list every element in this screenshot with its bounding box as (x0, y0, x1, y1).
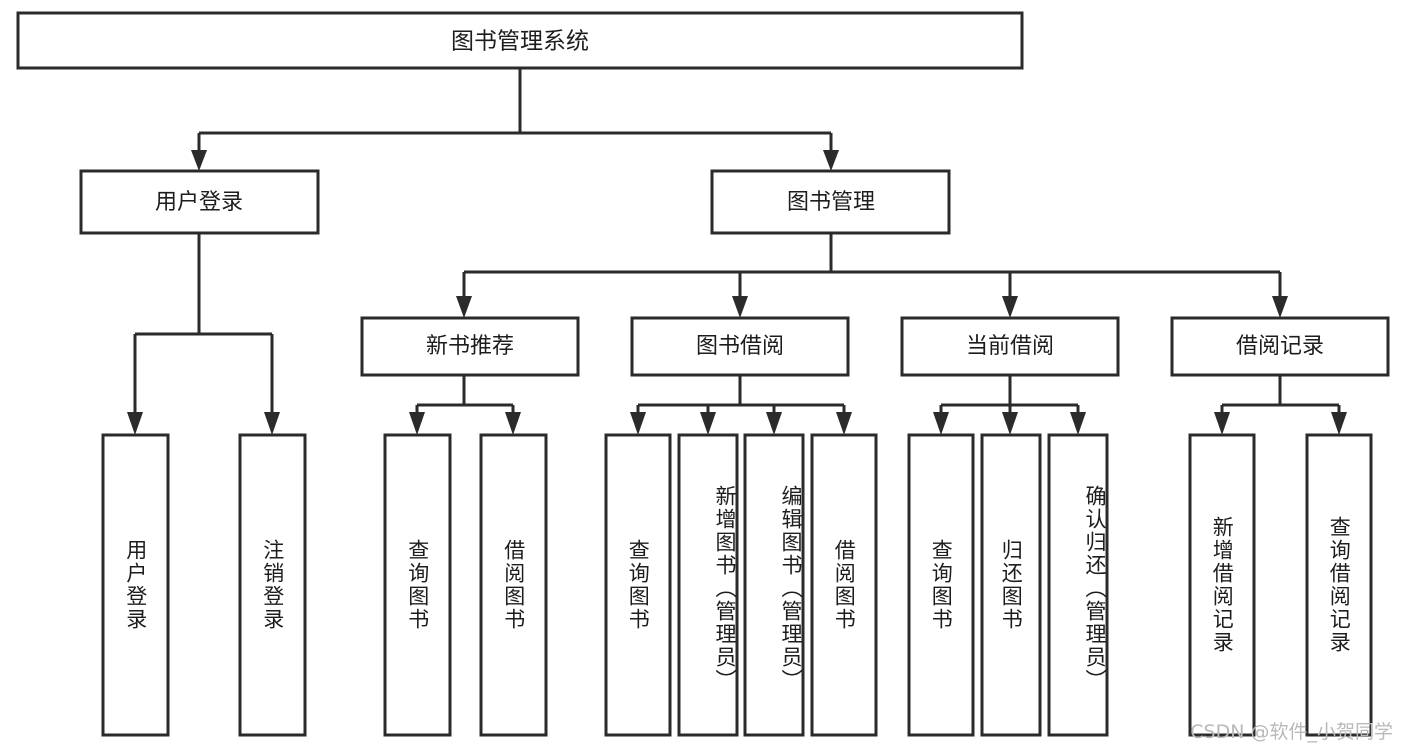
arrow-current-borrow-leaf-1 (933, 412, 949, 435)
node-new-book-recommend[interactable]: 新书推荐 (360, 316, 580, 377)
leaf-box-current-borrow-2[interactable] (980, 433, 1042, 737)
node-new-book-recommend-label: 新书推荐 (426, 334, 514, 359)
arrow-new-book-leaf-1 (409, 412, 425, 435)
node-book-borrow[interactable]: 图书借阅 (630, 316, 850, 377)
node-current-borrow[interactable]: 当前借阅 (900, 316, 1120, 377)
arrow-book-borrow-leaf-3 (766, 412, 782, 435)
arrow-root-to-user-login (191, 150, 207, 171)
node-borrow-record-label: 借阅记录 (1236, 334, 1324, 359)
node-user-login-box[interactable] (79, 169, 320, 235)
leaf-box-borrow-record-1[interactable] (1188, 433, 1256, 737)
arrow-book-borrow-leaf-4 (836, 412, 852, 435)
leaf-box-book-borrow-1[interactable] (604, 433, 672, 737)
node-current-borrow-label: 当前借阅 (966, 334, 1054, 359)
leaf-box-new-book-1[interactable] (383, 433, 452, 737)
node-user-login-label: 用户登录 (155, 190, 243, 215)
arrow-new-book-leaf-2 (505, 412, 521, 435)
connector-group (127, 68, 1347, 435)
leaf-box-new-book-2[interactable] (479, 433, 548, 737)
arrow-current-borrow-leaf-3 (1070, 412, 1086, 435)
node-current-borrow-box[interactable] (900, 316, 1120, 377)
node-root-box[interactable] (16, 11, 1024, 70)
arrow-current-borrow-leaf-2 (1002, 412, 1018, 435)
leaf-box-book-borrow-3[interactable] (743, 433, 805, 737)
leaf-box-current-borrow-3[interactable] (1047, 433, 1109, 737)
leaf-box-book-borrow-2[interactable] (677, 433, 739, 737)
arrow-to-new-book-recommend (456, 296, 472, 318)
leaf-box-book-borrow-4[interactable] (810, 433, 878, 737)
node-book-manage-label: 图书管理 (787, 190, 875, 215)
watermark-text: CSDN @软件_小贺同学 (1190, 721, 1393, 743)
arrow-root-to-book-manage (823, 150, 839, 171)
arrow-to-current-borrow (1002, 296, 1018, 318)
node-borrow-record[interactable]: 借阅记录 (1170, 316, 1390, 377)
node-book-borrow-box[interactable] (630, 316, 850, 377)
node-root-label: 图书管理系统 (451, 29, 589, 55)
node-book-manage[interactable]: 图书管理 (710, 169, 951, 235)
node-new-book-recommend-box[interactable] (360, 316, 580, 377)
leaf-box-current-borrow-1[interactable] (907, 433, 975, 737)
arrow-borrow-record-leaf-2 (1331, 412, 1347, 435)
arrow-user-login-leaf-2 (264, 412, 280, 435)
node-book-manage-box[interactable] (710, 169, 951, 235)
leaf-box-borrow-record-2[interactable] (1305, 433, 1373, 737)
arrow-book-borrow-leaf-1 (630, 412, 646, 435)
node-root[interactable]: 图书管理系统 (16, 11, 1024, 70)
node-user-login[interactable]: 用户登录 (79, 169, 320, 235)
arrow-book-borrow-leaf-2 (700, 412, 716, 435)
arrow-borrow-record-leaf-1 (1214, 412, 1230, 435)
node-borrow-record-box[interactable] (1170, 316, 1390, 377)
arrow-to-borrow-record (1272, 296, 1288, 318)
leaf-box-user-login-2[interactable] (238, 433, 307, 737)
arrow-user-login-leaf-1 (127, 412, 143, 435)
arrow-to-book-borrow (732, 296, 748, 318)
node-book-borrow-label: 图书借阅 (696, 334, 784, 359)
leaf-box-user-login-1[interactable] (101, 433, 170, 737)
